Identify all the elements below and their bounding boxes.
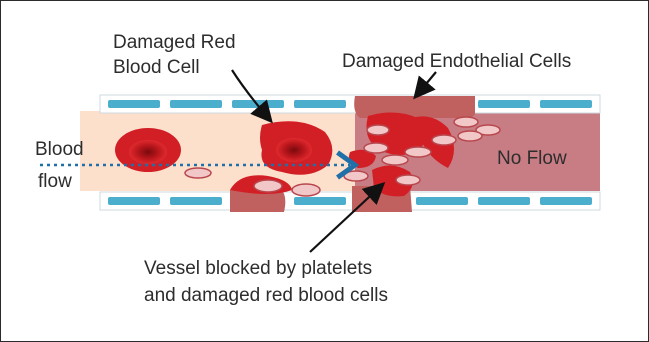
pointer-damaged-endothelial bbox=[416, 72, 436, 96]
label-damaged-endothelial: Damaged Endothelial Cells bbox=[342, 51, 571, 72]
label-damaged-rbc-line2: Blood Cell bbox=[113, 57, 200, 78]
label-damaged-rbc-line1: Damaged Red bbox=[113, 32, 236, 53]
label-blocked-line1: Vessel blocked by platelets bbox=[144, 258, 372, 279]
damaged-red-blood-cell-center bbox=[276, 138, 312, 162]
red-blood-cell-center bbox=[129, 140, 167, 164]
label-blood-flow-line2: flow bbox=[38, 171, 72, 192]
label-no-flow: No Flow bbox=[497, 148, 567, 169]
label-blood-flow-line1: Blood bbox=[35, 139, 84, 160]
label-blocked-line2: and damaged red blood cells bbox=[144, 285, 388, 306]
